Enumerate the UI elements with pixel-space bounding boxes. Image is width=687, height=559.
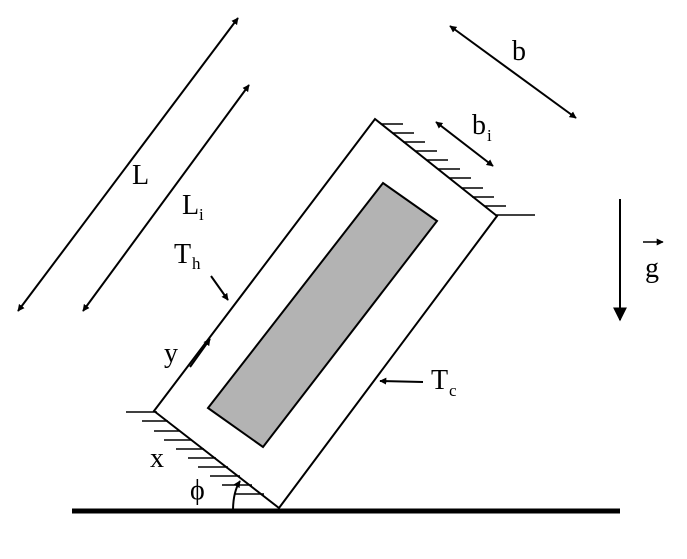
Tc-pointer-arrow xyxy=(379,377,424,385)
L-dimension-arrow xyxy=(17,17,239,312)
Li-label: L xyxy=(182,190,199,221)
bi-dimension-arrow xyxy=(435,121,494,167)
bi-subscript: i xyxy=(487,126,492,145)
b-label: b xyxy=(512,36,526,67)
y-axis-label: y xyxy=(164,338,178,369)
x-axis-label: x xyxy=(150,443,164,474)
Th-pointer-arrow xyxy=(210,275,229,301)
Th-label: T xyxy=(174,239,191,270)
Li-subscript: i xyxy=(199,205,204,224)
L-label: L xyxy=(132,160,149,191)
Th-subscript: h xyxy=(192,254,201,273)
b-dimension-arrow xyxy=(449,25,577,119)
phi-label: ϕ xyxy=(190,475,205,506)
Tc-subscript: c xyxy=(449,381,457,400)
Tc-label: T xyxy=(431,365,448,396)
y-axis-arrow xyxy=(189,338,211,368)
inner-block xyxy=(206,181,439,449)
bi-label: b xyxy=(472,110,486,141)
Li-dimension-arrow xyxy=(82,84,250,312)
gravity-label: g xyxy=(645,253,659,284)
phi-angle-arc xyxy=(232,480,241,512)
